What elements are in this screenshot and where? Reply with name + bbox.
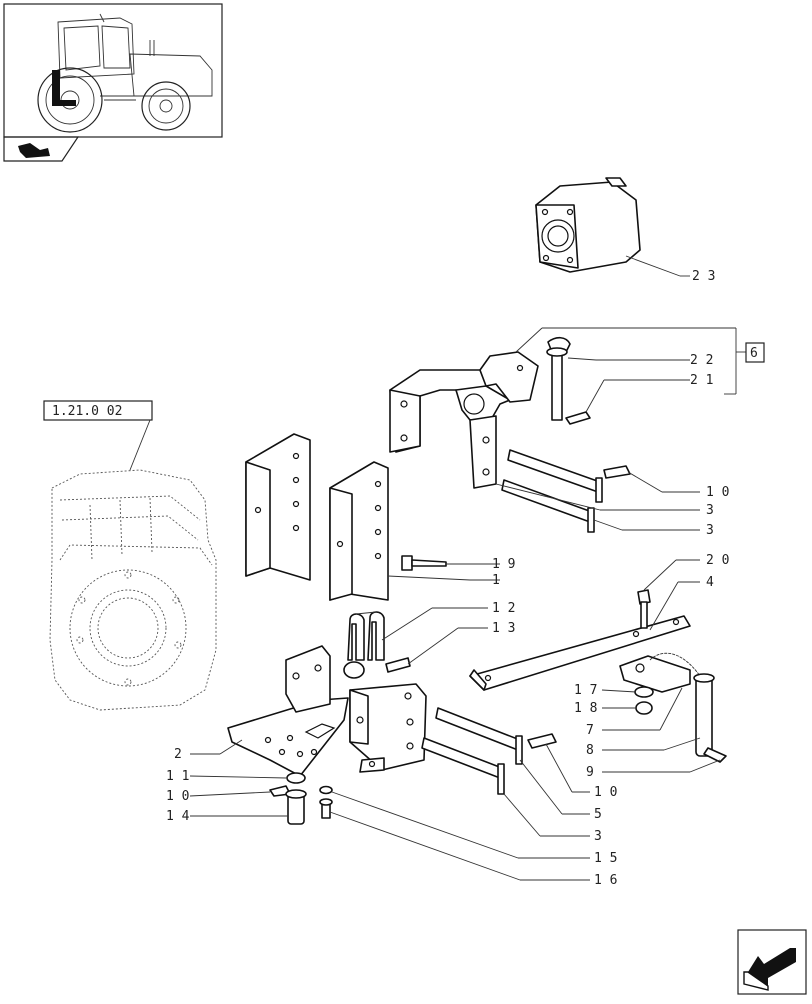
part-1-side-plates — [245, 433, 389, 601]
callout-22: 2 2 — [690, 353, 713, 368]
callout-16: 1 6 — [594, 873, 617, 888]
callout-1: 1 — [492, 573, 500, 588]
callout-4: 4 — [706, 575, 714, 590]
part-8-pin — [693, 673, 715, 757]
callout-13: 1 3 — [492, 621, 515, 636]
callout-14: 1 4 — [166, 809, 190, 824]
part-2-lower-plate — [227, 645, 427, 777]
upper-clevis-bracket — [389, 351, 539, 489]
callout-23: 2 3 — [692, 269, 715, 284]
part-4-drawbar — [469, 615, 691, 691]
part-23-cover — [535, 177, 681, 277]
callout-8: 8 — [586, 743, 594, 758]
callout-17: 1 7 — [574, 683, 597, 698]
callout-3-upper-b: 3 — [706, 523, 714, 538]
next-page-arrow-icon[interactable] — [737, 929, 807, 995]
callout-3-lower: 3 — [594, 829, 602, 844]
callout-5: 5 — [594, 807, 602, 822]
part-10-clip-upper — [603, 465, 631, 479]
part-20-bolt — [637, 589, 651, 629]
callout-3-upper-a: 3 — [706, 503, 714, 518]
callout-10-left: 1 0 — [166, 789, 189, 804]
callout-9: 9 — [586, 765, 594, 780]
part-7-bracket — [619, 655, 691, 693]
part-18-nut — [635, 701, 653, 715]
part-16-bolt — [319, 798, 333, 819]
callout-10-upper: 1 0 — [706, 485, 729, 500]
part-15-washer — [319, 785, 333, 795]
callout-labels: 2 3 2 2 2 1 1 0 3 3 1 9 1 2 0 4 1 2 1 3 … — [166, 269, 729, 888]
part-13-clip — [385, 657, 411, 673]
part-14-pin — [285, 789, 307, 825]
callout-7: 7 — [586, 723, 594, 738]
group-box[interactable]: 6 — [745, 342, 765, 363]
part-11-washer — [286, 772, 306, 784]
part-21-clip — [565, 411, 591, 425]
reference-box-label: 1.21.0 02 — [52, 404, 122, 419]
part-22-handle-pin — [546, 336, 571, 421]
section-bookmark-icon[interactable] — [3, 136, 80, 162]
part-12-u-bolt — [347, 611, 385, 661]
part-10-clip-right — [527, 733, 557, 749]
callout-19: 1 9 — [492, 557, 515, 572]
callout-18: 1 8 — [574, 701, 597, 716]
callout-21: 2 1 — [690, 373, 713, 388]
part-9-clip — [703, 747, 727, 763]
leader-lines — [189, 275, 746, 881]
part-3-pins-upper — [501, 449, 603, 533]
callout-12: 1 2 — [492, 601, 515, 616]
reference-box[interactable]: 1.21.0 02 — [43, 400, 153, 471]
spacer — [343, 661, 365, 679]
tractor-thumbnail-icon[interactable] — [3, 3, 223, 138]
part-3-5-pins-lower — [421, 707, 523, 795]
group-box-label: 6 — [750, 346, 758, 361]
callout-2: 2 — [174, 747, 182, 762]
part-17-washer — [634, 686, 654, 698]
callout-20: 2 0 — [706, 553, 729, 568]
callout-10-right: 1 0 — [594, 785, 617, 800]
callout-11: 1 1 — [166, 769, 189, 784]
callout-15: 1 5 — [594, 851, 617, 866]
part-19-bolt — [401, 555, 447, 571]
transmission-housing-reference — [49, 469, 217, 711]
